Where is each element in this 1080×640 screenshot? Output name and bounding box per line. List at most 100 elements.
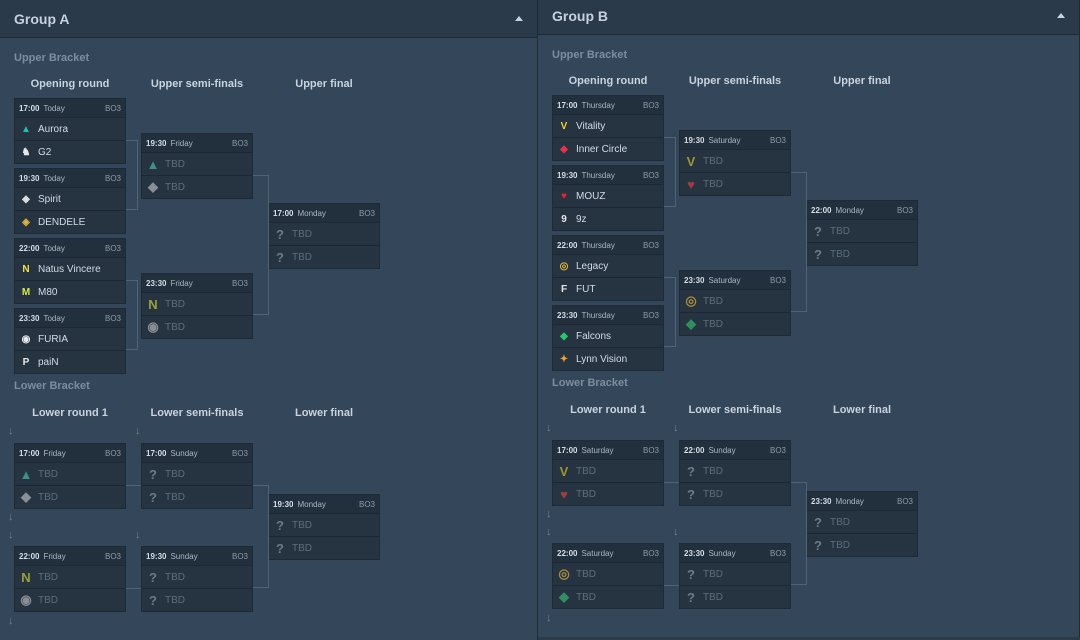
team-row[interactable]: ?TBD [142,485,252,508]
team-row[interactable]: ◉FURIA [15,327,125,350]
upper-column-title: Upper semi-finals [688,75,782,87]
team-row[interactable]: ◆TBD [680,312,790,335]
team-row[interactable]: ◉TBD [142,315,252,338]
team-row[interactable]: ?TBD [807,219,917,242]
collapse-caret-icon[interactable] [1057,13,1065,18]
team-row[interactable]: ?TBD [269,245,379,268]
bracket-connector [126,485,141,486]
team-row[interactable]: ▲TBD [142,152,252,175]
team-row[interactable]: ?TBD [680,585,790,608]
legacy-fut-icon: ◎ [685,293,697,308]
navi-icon: N [22,263,30,275]
team-row[interactable]: ?TBD [680,562,790,585]
team-row[interactable]: ✦Lynn Vision [553,347,663,370]
team-name: TBD [165,468,185,480]
match-time: 17:00 [557,100,578,110]
team-row[interactable]: ?TBD [807,242,917,265]
team-row[interactable]: ◆TBD [553,585,663,608]
match-day: Sunday [170,551,198,561]
team-row[interactable]: ♥TBD [553,482,663,505]
team-row[interactable]: ♥MOUZ [553,184,663,207]
team-row[interactable]: ?TBD [680,482,790,505]
team-name: Inner Circle [576,143,628,155]
match-time: 22:00 [557,240,578,250]
team-row[interactable]: ▲Aurora [15,117,125,140]
navi-m80-icon: N [148,296,158,312]
match-day: Today [43,173,65,183]
team-row[interactable]: ◈DENDELE [15,210,125,233]
team-row[interactable]: ?TBD [269,513,379,536]
team-row[interactable]: ◎Legacy [553,254,663,277]
team-row[interactable]: ◆TBD [15,485,125,508]
team-row[interactable]: ♞G2 [15,140,125,163]
team-row[interactable]: ♥TBD [680,172,790,195]
team-row[interactable]: ?TBD [269,536,379,559]
team-row[interactable]: ▲TBD [15,462,125,485]
team-name: Legacy [576,260,609,272]
team-row[interactable]: ?TBD [807,533,917,556]
team-row[interactable]: ◆Falcons [553,324,663,347]
team-row[interactable]: ◎TBD [680,289,790,312]
team-row[interactable]: ?TBD [269,222,379,245]
team-row[interactable]: ◆Inner Circle [553,137,663,160]
unknown-icon: ? [814,223,822,239]
team-row[interactable]: ?TBD [680,459,790,482]
team-row[interactable]: ?TBD [142,588,252,611]
match-day: Friday [170,138,193,148]
team-row[interactable]: ?TBD [142,565,252,588]
bracket-connector [791,172,807,312]
team-row[interactable]: ◎TBD [553,562,663,585]
match-format: BO3 [642,310,659,320]
match-day: Monday [297,208,326,218]
lower-bracket-label: Lower Bracket [14,380,90,392]
team-row[interactable]: ?TBD [142,462,252,485]
collapse-caret-icon[interactable] [515,16,523,21]
unknown-icon: ? [276,249,284,265]
team-row[interactable]: ◆TBD [142,175,252,198]
team-row[interactable]: ◉TBD [15,588,125,611]
spirit-dendele-icon: ◆ [148,179,158,194]
team-row[interactable]: ◆Spirit [15,187,125,210]
falcons-lynn-icon: ◆ [686,316,696,331]
match-format: BO3 [769,445,786,455]
team-row[interactable]: ?TBD [807,510,917,533]
